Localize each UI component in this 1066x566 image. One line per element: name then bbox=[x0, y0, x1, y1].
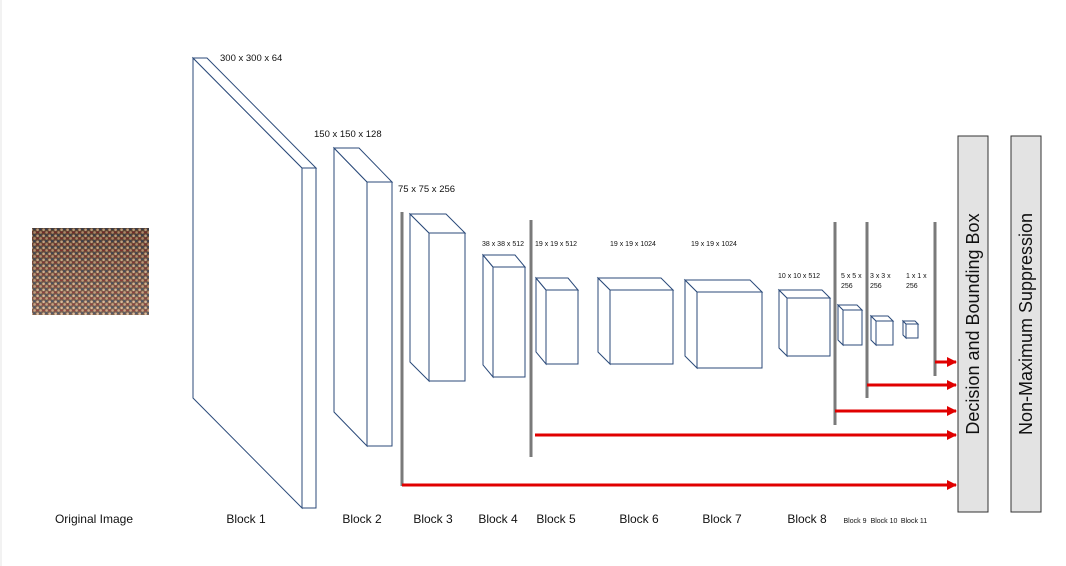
block-dims-line: 3 x 3 x bbox=[870, 273, 891, 280]
block-left-face bbox=[535, 276, 547, 366]
stage-non-maximum-suppression: Non-Maximum Suppression bbox=[1010, 135, 1042, 513]
stage-decision-bounding-box: Decision and Bounding Box bbox=[957, 135, 989, 513]
block-dims-label: 38 x 38 x 512 bbox=[482, 241, 524, 248]
stage-nms-label: Non-Maximum Suppression bbox=[1016, 213, 1036, 435]
block-left-face bbox=[409, 212, 430, 383]
block-front-face bbox=[609, 289, 674, 365]
block-dims-line: 256 bbox=[906, 283, 918, 290]
block-caption: Block 8 bbox=[787, 512, 827, 526]
block-dims-label: 1 x 1 x 256 bbox=[906, 273, 927, 290]
block-top-face bbox=[596, 277, 675, 291]
block-front-face bbox=[301, 167, 317, 509]
block-dims-line: 256 bbox=[841, 283, 853, 290]
block-left-face bbox=[778, 288, 788, 358]
block-front-face bbox=[696, 291, 763, 369]
block-caption: Block 5 bbox=[536, 512, 576, 526]
block-dims-label: 75 x 75 x 256 bbox=[398, 184, 455, 195]
block-caption: Block 2 bbox=[342, 512, 382, 526]
block-top-face bbox=[777, 289, 832, 299]
block-top-face bbox=[683, 279, 764, 293]
block-front-face bbox=[875, 320, 894, 346]
block-left-face bbox=[684, 278, 698, 370]
block-caption: Block 7 bbox=[702, 512, 742, 526]
block-dims-label: 19 x 19 x 1024 bbox=[691, 241, 737, 248]
block-caption: Block 10 bbox=[871, 518, 898, 525]
block-caption: Block 9 bbox=[844, 518, 867, 525]
block-left-face bbox=[482, 253, 494, 379]
block-caption: Block 1 bbox=[226, 512, 266, 526]
block-dims-label: 19 x 19 x 1024 bbox=[610, 241, 656, 248]
block-caption: Block 11 bbox=[901, 518, 927, 525]
block-front-face bbox=[905, 323, 919, 339]
detection-arrows bbox=[402, 357, 957, 490]
block-front-face bbox=[842, 309, 863, 346]
block-caption: Block 4 bbox=[478, 512, 518, 526]
block-dims-line: 5 x 5 x bbox=[841, 273, 862, 280]
original-image-caption: Original Image bbox=[55, 512, 133, 526]
block-front-face bbox=[428, 232, 466, 382]
block-top-face bbox=[836, 304, 864, 311]
block-dims-label: 19 x 19 x 512 bbox=[535, 241, 577, 248]
block-dims-label: 300 x 300 x 64 bbox=[220, 53, 282, 64]
block-caption: Block 3 bbox=[413, 512, 453, 526]
block-left-face bbox=[837, 303, 844, 347]
block-front-face bbox=[545, 289, 579, 365]
block-left-face bbox=[192, 56, 303, 510]
block-front-face bbox=[786, 297, 831, 357]
stage-decision-label: Decision and Bounding Box bbox=[963, 213, 983, 434]
block-left-face bbox=[597, 276, 611, 366]
block-dims-line: 1 x 1 x bbox=[906, 273, 927, 280]
block-dims-label: 5 x 5 x 256 bbox=[841, 273, 862, 290]
block-front-face bbox=[366, 181, 393, 447]
block-front-face bbox=[492, 266, 526, 378]
block-dims-label: 10 x 10 x 512 bbox=[778, 273, 820, 280]
block-1: 300 x 300 x 64 Block 1 bbox=[191, 53, 318, 526]
crowd-photo-icon bbox=[32, 228, 149, 315]
block-dims-label: 150 x 150 x 128 bbox=[314, 129, 382, 140]
block-dims-label: 3 x 3 x 256 bbox=[870, 273, 891, 290]
block-dims-line: 256 bbox=[870, 283, 882, 290]
block-caption: Block 6 bbox=[619, 512, 659, 526]
feature-tap-bars bbox=[400, 212, 937, 486]
feature-map-blocks: 300 x 300 x 64 Block 1 150 x 150 x 128Bloc… bbox=[191, 53, 927, 526]
block-left-face bbox=[333, 146, 368, 448]
